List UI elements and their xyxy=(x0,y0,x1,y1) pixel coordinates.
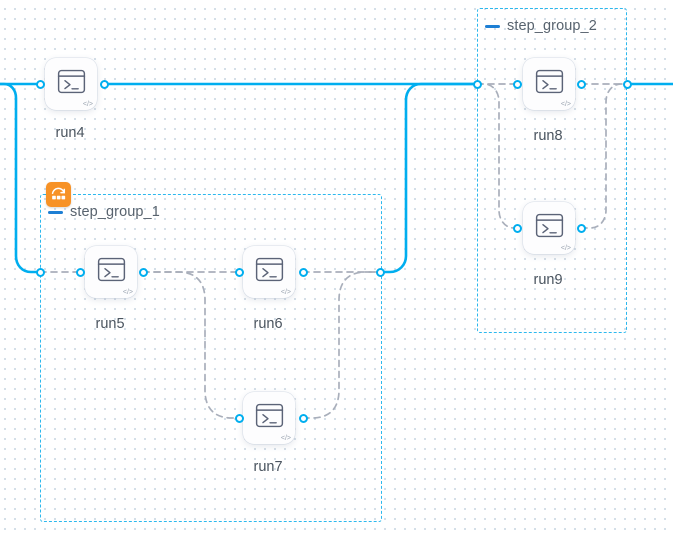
port-run9-out[interactable] xyxy=(576,223,586,233)
node-label-run5: run5 xyxy=(95,316,125,332)
group-batch-icon[interactable] xyxy=(46,182,71,207)
terminal-icon xyxy=(255,403,284,433)
port-run8-in[interactable] xyxy=(512,79,522,89)
port-group1-out[interactable] xyxy=(375,267,385,277)
group-label-step_group_2[interactable]: step_group_2 xyxy=(485,18,597,34)
node-run6[interactable]: </> xyxy=(243,246,295,298)
node-run7[interactable]: </> xyxy=(243,392,295,444)
node-label-run7: run7 xyxy=(253,459,283,475)
node-label-run9: run9 xyxy=(533,272,563,288)
code-badge-icon: </> xyxy=(560,101,571,108)
terminal-icon xyxy=(535,213,564,243)
port-run4-out[interactable] xyxy=(99,79,109,89)
terminal-icon xyxy=(535,69,564,99)
port-run5-in[interactable] xyxy=(75,267,85,277)
port-group2-in[interactable] xyxy=(472,79,482,89)
edge-edge-canvas-left-group1[interactable] xyxy=(0,82,42,274)
port-run6-out[interactable] xyxy=(298,267,308,277)
node-run5[interactable]: </> xyxy=(85,246,137,298)
code-badge-icon: </> xyxy=(82,101,93,108)
edge-edge-group1-out-up[interactable] xyxy=(378,82,479,274)
node-label-run8: run8 xyxy=(533,128,563,144)
group-frame-step_group_2[interactable] xyxy=(477,8,627,333)
port-run9-in[interactable] xyxy=(512,223,522,233)
node-run9[interactable]: </> xyxy=(523,202,575,254)
port-run5-out[interactable] xyxy=(138,267,148,277)
node-run8[interactable]: </> xyxy=(523,58,575,110)
code-badge-icon: </> xyxy=(560,245,571,252)
port-group2-out[interactable] xyxy=(622,79,632,89)
port-run6-in[interactable] xyxy=(234,267,244,277)
group-label-step_group_1[interactable]: step_group_1 xyxy=(48,204,160,220)
dash-icon xyxy=(48,210,63,214)
node-run4[interactable]: </> xyxy=(45,58,97,110)
code-badge-icon: </> xyxy=(122,289,133,296)
dash-icon xyxy=(485,24,500,28)
port-group1-in[interactable] xyxy=(35,267,45,277)
node-label-run6: run6 xyxy=(253,316,283,332)
code-badge-icon: </> xyxy=(280,289,291,296)
group-frame-step_group_1[interactable] xyxy=(40,194,382,522)
port-run7-out[interactable] xyxy=(298,413,308,423)
port-run4-in[interactable] xyxy=(35,79,45,89)
port-run7-in[interactable] xyxy=(234,413,244,423)
terminal-icon xyxy=(255,257,284,287)
terminal-icon xyxy=(97,257,126,287)
group-name-text: step_group_2 xyxy=(507,18,597,34)
group-name-text: step_group_1 xyxy=(70,204,160,220)
node-label-run4: run4 xyxy=(55,125,85,141)
code-badge-icon: </> xyxy=(280,435,291,442)
port-run8-out[interactable] xyxy=(576,79,586,89)
terminal-icon xyxy=(57,69,86,99)
